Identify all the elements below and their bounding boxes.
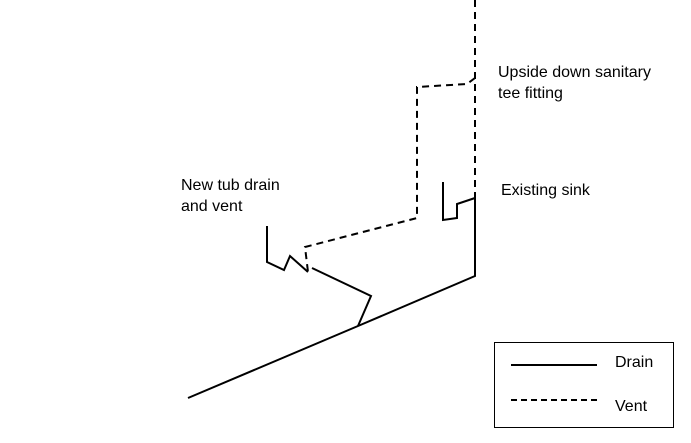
sanitary-tee-label-line-1: Upside down sanitary (498, 64, 651, 81)
legend-vent-label: Vent (615, 398, 648, 415)
existing-sink-label: Existing sink (501, 182, 590, 199)
sanitary-tee-label: Upside down sanitary tee fitting (498, 62, 651, 104)
legend: Drain Vent (494, 342, 674, 428)
legend-drain-swatch (511, 364, 597, 366)
sink-trap-arm (442, 182, 476, 222)
new-tub-label-line-1: New tub drain (181, 177, 280, 194)
legend-drain-label: Drain (615, 354, 654, 371)
main-drain-line (187, 198, 476, 399)
tub-drain-fitting (266, 226, 309, 273)
tub-drain-branch (311, 267, 373, 327)
new-tub-label-line-2: and vent (181, 198, 243, 215)
new-tub-label: New tub drain and vent (181, 175, 280, 217)
legend-vent-swatch (511, 399, 597, 401)
vent-loop (303, 77, 476, 273)
sanitary-tee-label-line-2: tee fitting (498, 85, 563, 102)
